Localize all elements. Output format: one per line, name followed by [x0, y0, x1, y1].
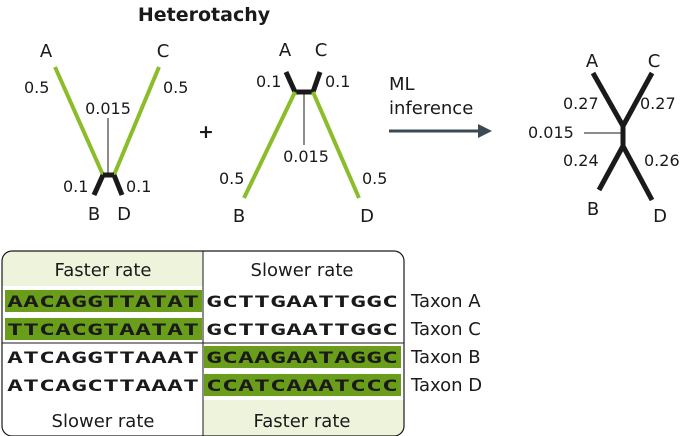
tree2-branch-c-length: 0.1: [325, 72, 350, 91]
seq-taxon-b-right: GCAAGAATAGGC: [206, 348, 398, 367]
plus-sign: +: [198, 121, 214, 143]
tree1-branch-a-length: 0.5: [24, 78, 49, 97]
tree2-branch-c: [310, 71, 323, 93]
seq-taxon-b-left: ATCAGGTTAAAT: [7, 348, 199, 367]
tree1-label-b: B: [88, 204, 100, 225]
tree-1: A C B D 0.5 0.5 0.015 0.1 0.1: [24, 41, 188, 225]
taxon-a-label: Taxon A: [410, 291, 481, 312]
tree3-internal-length: 0.015: [528, 123, 574, 142]
tree3-branch-b: [596, 144, 626, 192]
alignment-panel: Faster rate Slower rate Slower rate Fast…: [1, 250, 482, 436]
highlight-taxon-c: [5, 318, 202, 340]
tree3-branch-b-length: 0.24: [563, 151, 599, 170]
tree1-branch-c: [112, 66, 161, 176]
tree2-label-b: B: [233, 206, 245, 227]
tree2-branch-a-length: 0.1: [256, 72, 281, 91]
tree3-label-d: D: [653, 206, 667, 227]
footer-slower-rate: Slower rate: [52, 411, 155, 432]
seq-taxon-a-right: GCTTGAATTGGC: [206, 292, 398, 311]
tree1-label-a: A: [40, 41, 53, 62]
taxon-b-label: Taxon B: [410, 347, 481, 368]
highlight-taxon-b: [204, 346, 401, 368]
tree3-label-c: C: [648, 51, 661, 72]
tree2-branch-d: [311, 91, 361, 199]
tree1-label-d: D: [117, 204, 131, 225]
tree3-branch-a-length: 0.27: [563, 94, 599, 113]
ml-inference-arrow: ML inference: [389, 74, 492, 138]
header-slower-rate-top: Slower rate: [251, 260, 354, 281]
tree2-branch-b: [242, 91, 297, 199]
tree2-internal-length: 0.015: [283, 147, 329, 166]
figure-title: Heterotachy: [138, 4, 271, 26]
tree1-branch-a: [53, 66, 105, 176]
tree3-branch-a: [590, 71, 626, 128]
tree-2: A C B D 0.1 0.1 0.015 0.5 0.5: [219, 40, 387, 227]
highlight-taxon-a: [5, 290, 202, 312]
tree1-internal-length: 0.015: [85, 99, 131, 118]
tree1-branch-b: [91, 173, 106, 197]
seq-taxon-c-right: GCTTGAATTGGC: [206, 320, 398, 339]
tree2-label-c: C: [315, 40, 328, 61]
tree3-branch-c: [620, 71, 655, 128]
bottom-right-tint: [203, 400, 404, 436]
arrow-label-line2: inference: [389, 98, 473, 119]
tree3-label-b: B: [587, 199, 599, 220]
tree1-branch-d: [111, 174, 125, 196]
arrow-label-line1: ML: [389, 74, 415, 95]
tree1-branch-d-length: 0.1: [126, 177, 151, 196]
seq-taxon-a-left: AACAGGTTATAT: [7, 292, 199, 311]
tree2-label-d: D: [360, 206, 374, 227]
arrow-head: [478, 124, 492, 138]
tree2-branch-b-length: 0.5: [219, 169, 244, 188]
taxon-d-label: Taxon D: [410, 375, 482, 396]
tree1-branch-c-length: 0.5: [163, 78, 188, 97]
tree1-label-c: C: [157, 41, 170, 62]
seq-taxon-c-left: TTCACGTAATAT: [7, 320, 199, 339]
footer-faster-rate: Faster rate: [254, 411, 351, 432]
tree1-branch-b-length: 0.1: [63, 177, 88, 196]
taxon-c-label: Taxon C: [410, 319, 481, 340]
tree3-branch-c-length: 0.27: [640, 94, 676, 113]
tree3-branch-d: [620, 144, 655, 202]
tree3-branch-d-length: 0.26: [644, 151, 680, 170]
top-left-tint: [2, 251, 203, 286]
highlight-taxon-d: [204, 374, 401, 396]
tree3-label-a: A: [586, 51, 599, 72]
tree2-branch-d-length: 0.5: [362, 169, 387, 188]
tree-3: A C B D 0.27 0.27 0.015 0.24 0.26: [528, 51, 680, 227]
seq-taxon-d-right: CCATCAAATCCC: [206, 376, 398, 395]
tree2-branch-a: [283, 70, 298, 94]
header-faster-rate-top: Faster rate: [55, 260, 152, 281]
tree2-label-a: A: [279, 40, 292, 61]
seq-taxon-d-left: ATCAGCTTAAAT: [7, 376, 199, 395]
